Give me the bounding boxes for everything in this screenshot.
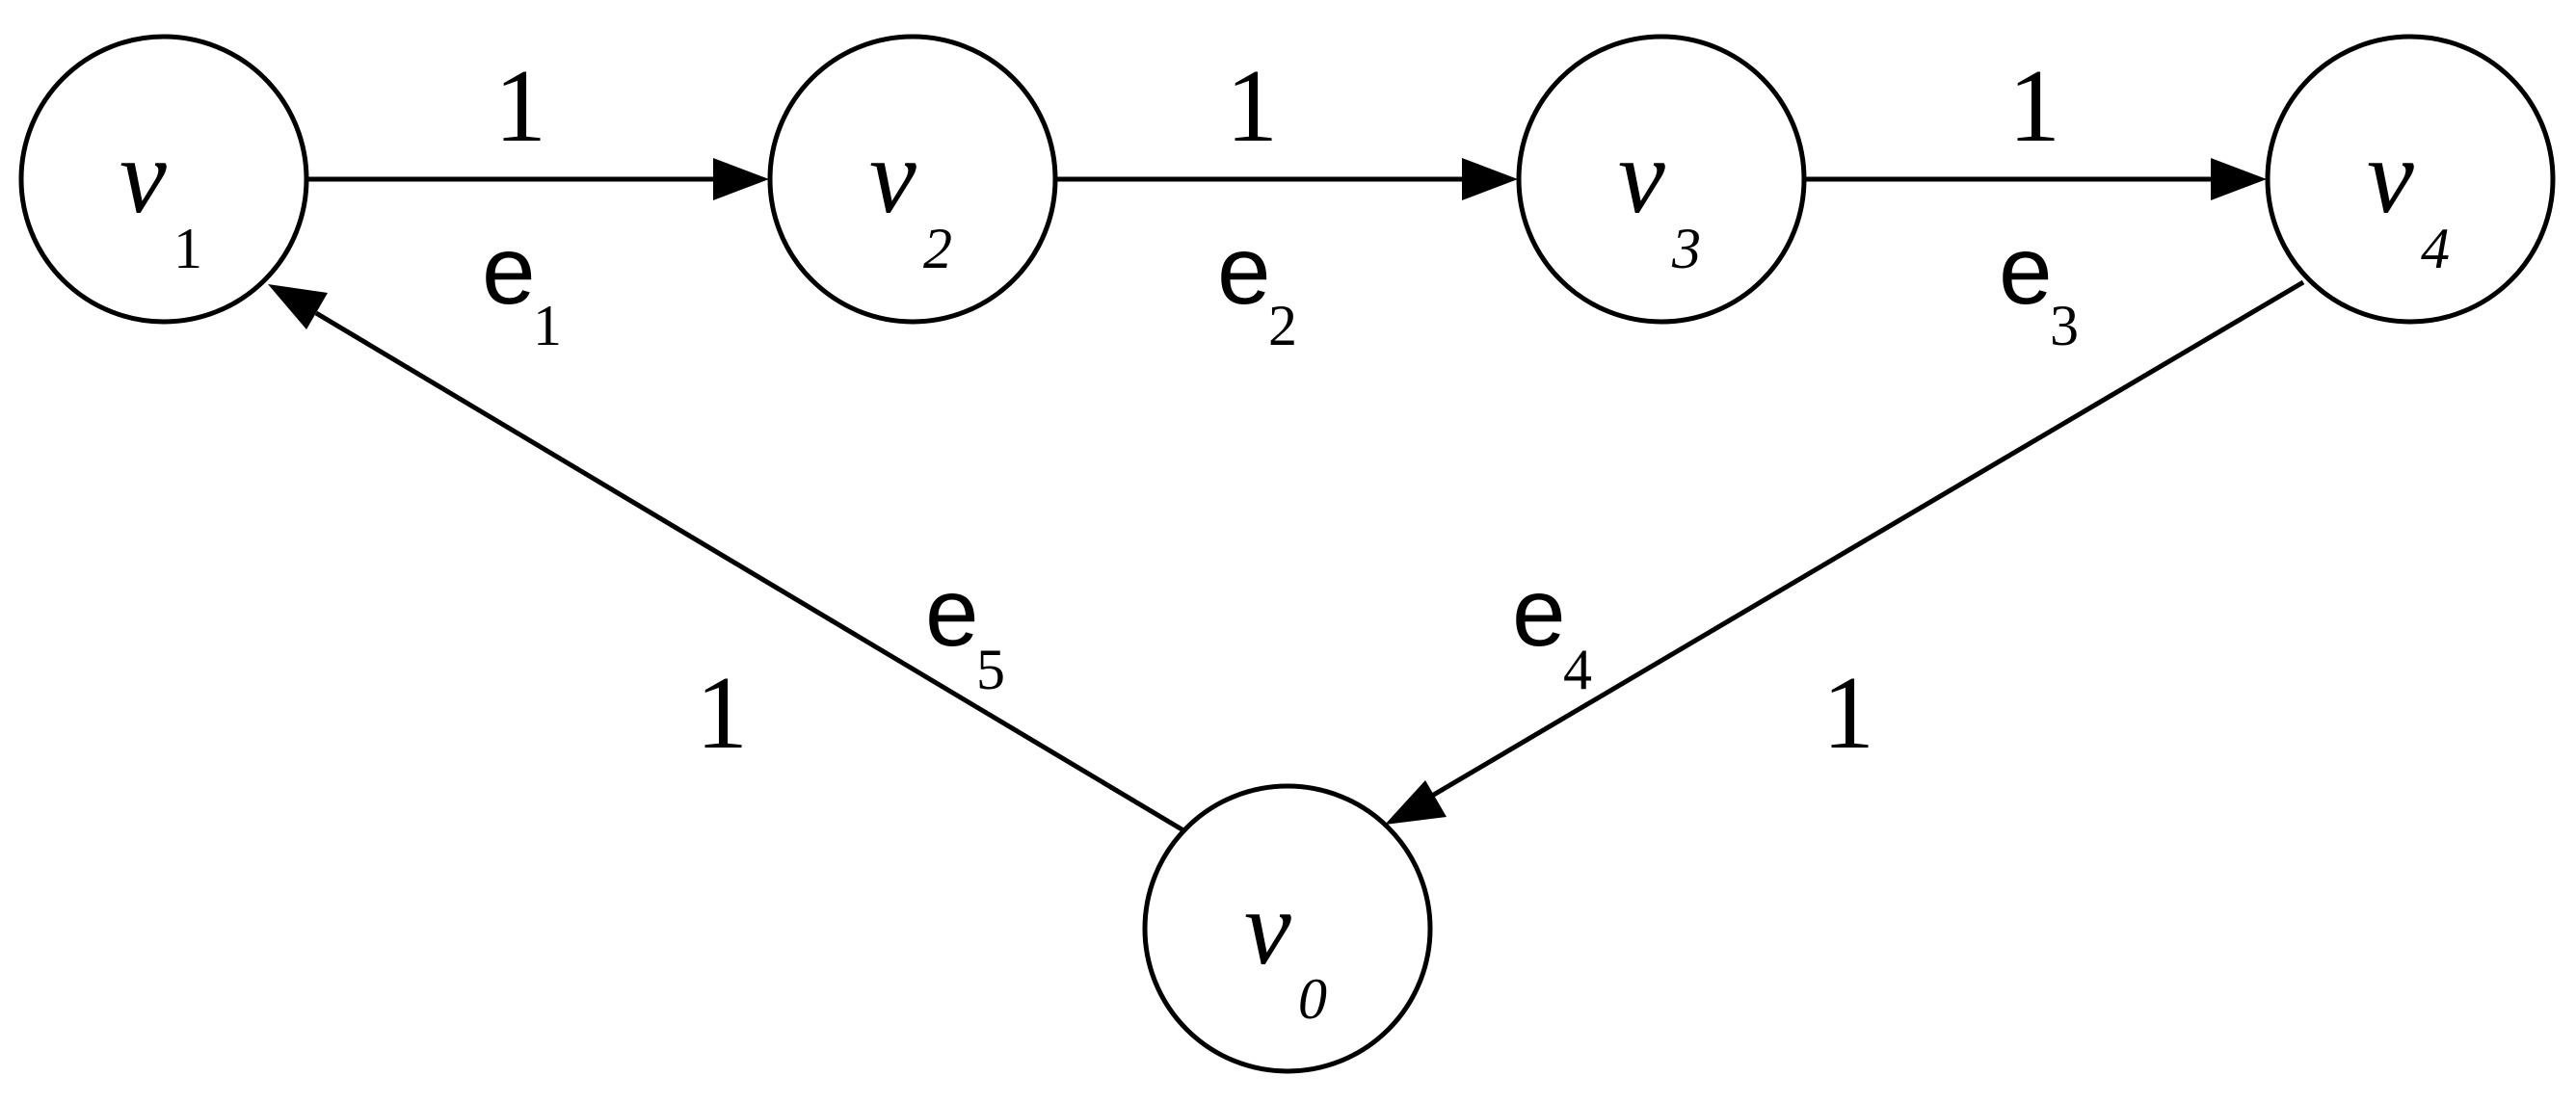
edge-e1-name-letter: e: [482, 217, 536, 325]
node-v4: v 4: [2265, 34, 2556, 325]
edge-e5-name-subscript: 5: [976, 638, 1005, 701]
node-v0-circle: [1142, 783, 1433, 1074]
edge-e1-name-subscript: 1: [533, 294, 562, 357]
edge-name-labels: e 1 e 2 e 3 e 4 e 5: [482, 217, 2079, 701]
edge-e5-arrowhead: [268, 284, 328, 329]
node-v0-subscript: 0: [1298, 967, 1327, 1031]
node-v3: v 3: [1516, 34, 1807, 325]
edge-e4-arrowhead: [1385, 780, 1447, 825]
edge-e4-line: [1430, 279, 2305, 799]
edge-e2-arrowhead: [1462, 158, 1518, 200]
edge-e4-name-letter: e: [1512, 559, 1566, 667]
node-v1: v 1: [18, 34, 309, 325]
edge-e3-name-letter: e: [1999, 217, 2053, 325]
node-v4-subscript: 4: [2421, 217, 2450, 280]
node-v4-circle: [2265, 34, 2556, 325]
edge-e5-line: [314, 310, 1185, 833]
edge-e2-name-letter: e: [1217, 217, 1271, 325]
node-v3-letter: v: [1618, 118, 1665, 235]
edge-e5-name-letter: e: [925, 559, 979, 667]
node-v2-letter: v: [869, 118, 916, 235]
edge-e3-weight: 1: [2008, 49, 2060, 164]
node-v0-letter: v: [1244, 869, 1291, 986]
node-v2-subscript: 2: [923, 217, 952, 280]
node-v3-circle: [1516, 34, 1807, 325]
edge-e5-weight: 1: [696, 656, 748, 771]
edge-e3-name-subscript: 3: [2050, 294, 2079, 357]
weight-labels: 1 1 1 1 1: [494, 49, 2060, 771]
edge-e1-arrowhead: [713, 158, 769, 200]
node-v1-subscript: 1: [173, 217, 202, 280]
node-v1-circle: [18, 34, 309, 325]
node-v2: v 2: [767, 34, 1058, 325]
node-v1-letter: v: [120, 118, 167, 235]
edge-e1-weight: 1: [494, 49, 546, 164]
edges: [268, 158, 2305, 833]
edge-e2-weight: 1: [1226, 49, 1278, 164]
node-v3-subscript: 3: [1671, 217, 1701, 280]
node-v4-letter: v: [2367, 118, 2414, 235]
edge-e4-name-subscript: 4: [1563, 638, 1592, 701]
node-v2-circle: [767, 34, 1058, 325]
node-v0: v 0: [1142, 783, 1433, 1074]
edge-e3-arrowhead: [2211, 158, 2267, 200]
edge-e2-name-subscript: 2: [1268, 294, 1297, 357]
edge-e4-weight: 1: [1822, 656, 1874, 771]
